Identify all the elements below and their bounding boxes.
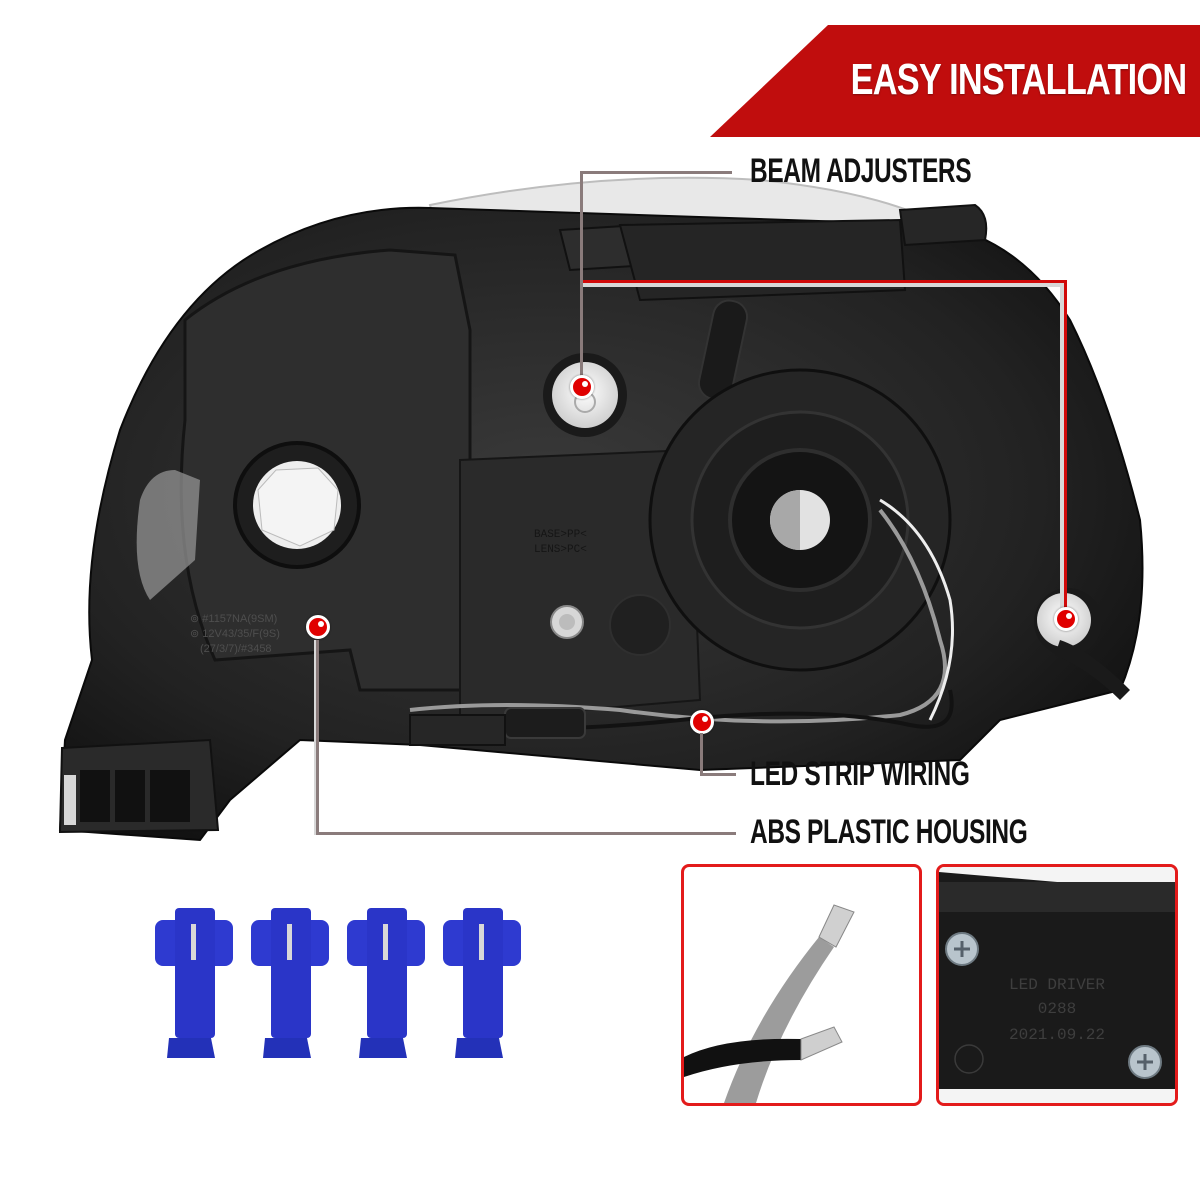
wire-tap-connector-1 [155,908,233,1058]
beam-adjusters-leader-right-shade [1060,283,1064,616]
svg-text:(27/3/7)/#3458: (27/3/7)/#3458 [200,643,272,655]
easy-installation-banner: EASY INSTALLATION [710,25,1200,137]
module-marking-line-3: 2021.09.22 [1009,1026,1105,1044]
abs-housing-leader-vertical [316,640,319,835]
banner-shape [710,25,1200,137]
beam-adjuster-marker-2 [1054,607,1078,631]
beam-adjusters-leader-right [1064,280,1067,616]
beam-adjusters-leader-horizontal [580,171,732,174]
beam-adjusters-leader-branch [583,280,1067,283]
beam-adjusters-leader-vertical [580,171,583,376]
driver-module-image: LED DRIVER 0288 2021.09.22 [939,867,1175,1103]
module-marking-line-1: LED DRIVER [1009,976,1105,994]
wire-tap-connector-4 [443,908,521,1058]
led-strip-wiring-leader-vertical [700,733,703,776]
material-marking-lens: LENS>PC< [534,544,587,556]
callout-beam-adjusters: BEAM ADJUSTERS [750,152,972,190]
svg-text:⊚ 12V43/35/F(9S): ⊚ 12V43/35/F(9S) [190,628,280,640]
svg-text:⊚ #1157NA(9SM): ⊚ #1157NA(9SM) [190,613,277,625]
callout-led-strip-wiring: LED STRIP WIRING [750,755,970,793]
wire-tap-connector-2 [251,908,329,1058]
beam-adjusters-leader-shade [583,283,1061,287]
led-strip-wiring-marker [690,710,714,734]
banner-title: EASY INSTALLATION [850,55,1186,104]
beam-adjuster-marker-1 [570,375,594,399]
abs-housing-leader-horizontal [316,832,736,835]
module-marking-line-2: 0288 [1038,1000,1076,1018]
material-marking-base: BASE>PP< [534,529,587,541]
callout-abs-plastic-housing: ABS PLASTIC HOUSING [750,813,1028,851]
inset-module-detail: LED DRIVER 0288 2021.09.22 [936,864,1178,1106]
wire-tap-connectors [155,908,535,1068]
led-strip-wiring-leader-horizontal [700,773,736,776]
inset-wire-detail [681,864,922,1106]
headlight-housing-image: BASE>PP< LENS>PC< ⊚ #1157NA(9SM) ⊚ 12V43… [58,176,1144,842]
wire-tap-connector-3 [347,908,425,1058]
abs-housing-marker [306,615,330,639]
stripped-wire-image [684,904,855,1103]
